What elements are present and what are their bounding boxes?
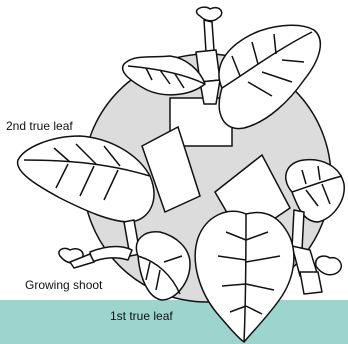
growing-shoot-label: Growing shoot bbox=[25, 278, 102, 292]
ground-band bbox=[0, 300, 348, 344]
first-true-leaf-label: 1st true leaf bbox=[110, 309, 173, 323]
second-true-leaf-label: 2nd true leaf bbox=[6, 119, 73, 133]
